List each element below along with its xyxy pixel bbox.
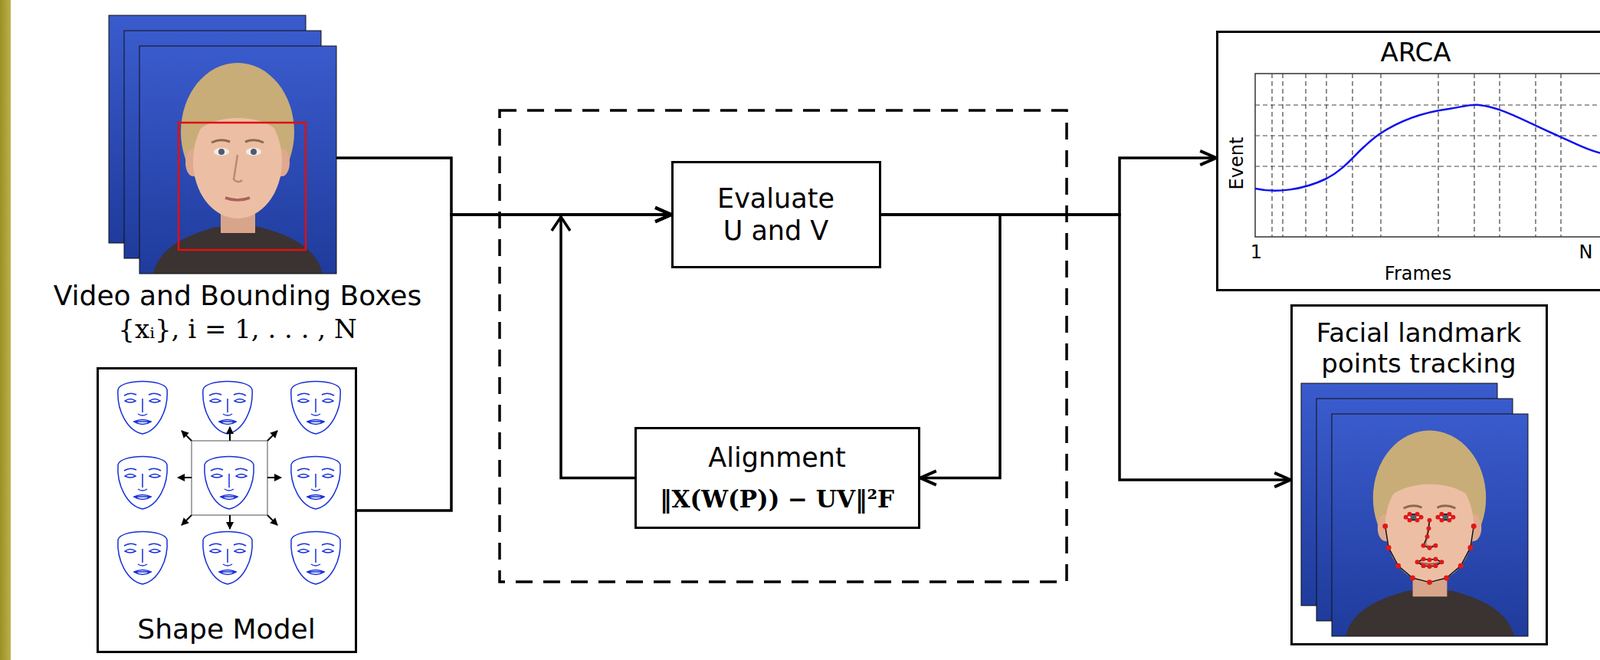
bounding-box (178, 122, 306, 250)
axis-tick: N (1579, 240, 1594, 263)
landmark-lines (1385, 514, 1475, 583)
junction-arrowhead (551, 216, 571, 231)
plot-frame (1255, 73, 1600, 237)
connector-arrow (560, 214, 672, 479)
video-frames (108, 15, 337, 274)
shape-model-box: Shape Model (96, 367, 358, 653)
face-sketch (291, 531, 341, 585)
face-sketch (118, 381, 168, 435)
caption-formula: {xᵢ}, i = 1, . . . , N (118, 313, 357, 345)
formula: ‖X(W(P)) − UV‖²F (659, 485, 895, 514)
tracking-frames (1301, 383, 1528, 637)
connector-arrow (357, 214, 672, 511)
video-frame (1331, 413, 1528, 637)
connectors (336, 157, 1291, 511)
landmarks (1382, 511, 1477, 585)
variation-arrows (177, 426, 282, 529)
process-box: Evaluate U and V (671, 160, 882, 269)
face-sketch (291, 456, 341, 510)
output-panel: Facial landmark points tracking (1290, 304, 1548, 646)
face-sketch (291, 381, 341, 435)
box-title: Shape Model (137, 612, 315, 646)
side-bar (0, 0, 11, 660)
axis-label: Event (1225, 136, 1248, 190)
grid-lines (1255, 73, 1600, 237)
axis-label: Frames (1384, 262, 1452, 285)
landmark-dots (1382, 511, 1477, 585)
face-sketch (203, 531, 253, 585)
event-curve (1255, 104, 1600, 191)
chart-title: ARCA (1380, 36, 1451, 68)
box-title: Facial landmark points tracking (1296, 317, 1542, 381)
shape-model-sketches (118, 381, 341, 585)
face-sketch (118, 531, 168, 585)
connector-arrow (881, 214, 1291, 480)
face-sketch (204, 456, 254, 510)
box-text: Evaluate U and V (708, 182, 843, 247)
axis-tick: 1 (1250, 240, 1263, 263)
box-title: Alignment (708, 441, 846, 474)
connector-arrow (881, 214, 1000, 479)
arca-plot (1255, 73, 1600, 237)
video-input: Video and Bounding Boxes{xᵢ}, i = 1, . .… (108, 15, 337, 274)
frame-outline (1331, 413, 1528, 637)
connector-arrow (336, 157, 672, 215)
mean-shape-frame (191, 440, 268, 515)
caption-title: Video and Bounding Boxes (53, 278, 423, 312)
chart-panel: ARCA Event 1 N Frames (1216, 30, 1600, 292)
process-box: Alignment ‖X(W(P)) − UV‖²F (634, 426, 921, 529)
face-sketch (118, 456, 168, 510)
face-sketch (203, 381, 253, 435)
video-frame (139, 45, 337, 274)
connector-arrow (881, 157, 1217, 215)
loop-frame (499, 110, 1067, 582)
frame-outline (139, 45, 337, 274)
